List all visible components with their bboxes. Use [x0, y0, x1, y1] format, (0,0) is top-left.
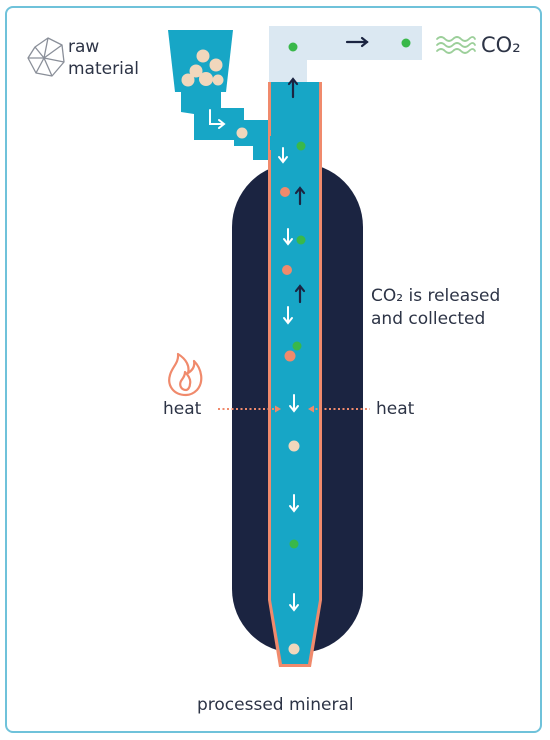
processed-mineral-label: processed mineral	[197, 695, 354, 715]
co2-particles	[288, 38, 411, 52]
tube-particles	[280, 141, 306, 655]
exhaust-pipe	[269, 26, 422, 82]
co2-released-line2: and collected	[371, 309, 486, 329]
heat-arrowheads	[275, 405, 314, 413]
co2-output-label: CO₂	[481, 33, 521, 57]
heat-label-right: heat	[376, 399, 415, 419]
flame-icon	[168, 352, 203, 397]
raw-particles	[181, 49, 248, 139]
co2-released-label: CO₂ is released and collected	[371, 285, 500, 331]
up-flow-arrows	[287, 36, 369, 304]
heat-label-left: heat	[163, 399, 202, 419]
raw-material-label: raw material	[68, 36, 139, 80]
raw-material-label-line1: raw	[68, 37, 100, 57]
gas-waves-icon	[436, 36, 476, 54]
raw-material-label-line2: material	[68, 59, 139, 79]
co2-released-line1: CO₂ is released	[371, 286, 501, 306]
feed-chute	[181, 92, 273, 160]
reaction-tube	[268, 82, 322, 667]
down-flow-arrows	[209, 109, 299, 612]
rock-icon	[27, 37, 65, 77]
